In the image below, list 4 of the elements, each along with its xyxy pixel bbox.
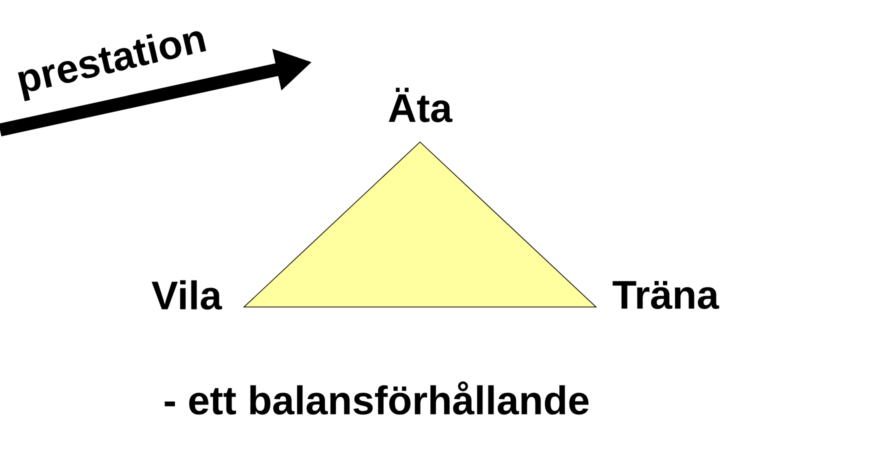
corner-label: Äta <box>388 88 452 122</box>
corner-label: Träna <box>612 280 720 310</box>
corner-label: Vila <box>152 280 222 310</box>
caption: - ett balansförhållande <box>164 381 589 415</box>
